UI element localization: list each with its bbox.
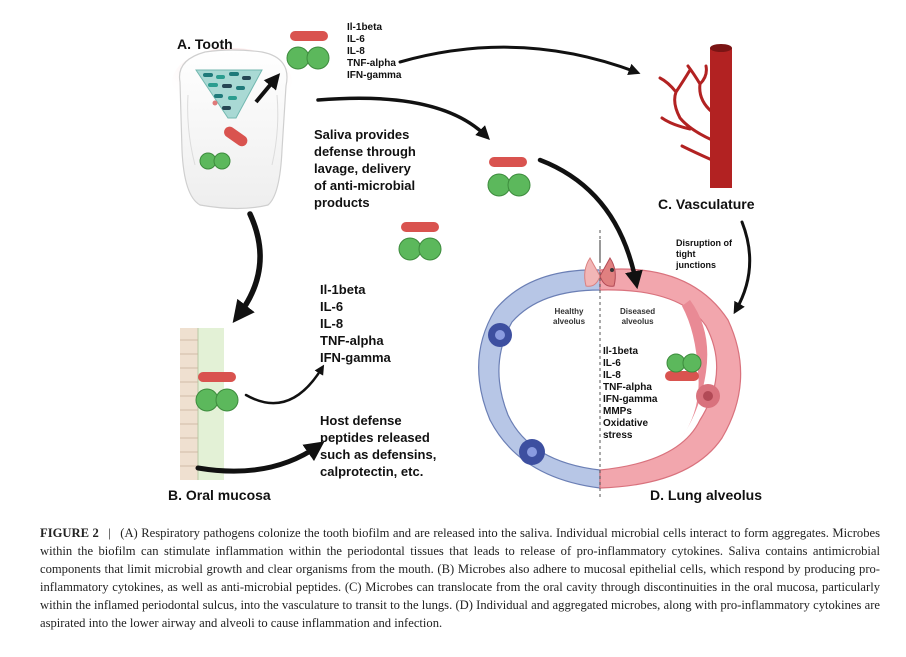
disruption-label: Disruption of tight junctions <box>676 238 732 271</box>
healthy-alveolus-label: Healthy alveolus <box>553 307 585 327</box>
host-defense-line: peptides released <box>320 430 430 445</box>
arrow-tooth-to-vasculature <box>398 45 641 76</box>
saliva-description: Saliva provides defense through lavage, … <box>314 126 416 211</box>
microbes-top <box>286 31 330 70</box>
oral-mucosa-illustration <box>180 328 239 480</box>
biofilm-bacteria <box>203 72 251 110</box>
caption-separator: | <box>108 526 111 540</box>
lung-factor-item: stress <box>603 430 633 441</box>
cytokine-list-mucosa: Il-1beta IL-6 IL-8 TNF-alpha IFN-gamma <box>320 281 391 366</box>
arrow-vasculature-to-lung <box>733 220 752 315</box>
lung-factor-item: MMPs <box>603 406 632 417</box>
host-defense-description: Host defense peptides released such as d… <box>320 412 436 480</box>
arrow-mucosa-to-peptides <box>195 441 325 474</box>
lung-factor-item: Oxidative <box>603 418 649 429</box>
diseased-line: alveolus <box>621 317 654 326</box>
saliva-line: defense through <box>314 144 416 159</box>
caption-figure-label: FIGURE 2 <box>40 526 99 540</box>
cytokine-item: IL-8 <box>320 316 344 331</box>
host-defense-line: calprotectin, etc. <box>320 464 424 479</box>
saliva-line: products <box>314 195 370 210</box>
lung-factor-item: IFN-gamma <box>603 394 658 405</box>
caption-text: (A) Respiratory pathogens colonize the t… <box>40 526 880 630</box>
cytokine-list-top: Il-1beta IL-6 IL-8 TNF-alpha IFN-gamma <box>347 22 401 82</box>
lung-alveolus-illustration <box>478 230 742 500</box>
panel-label-vasculature: C. Vasculature <box>658 196 755 212</box>
saliva-line: lavage, delivery <box>314 161 411 176</box>
tooth-illustration <box>172 48 292 210</box>
disruption-line: junctions <box>676 260 716 270</box>
figure-diagram <box>172 31 752 500</box>
diseased-alveolus-label: Diseased alveolus <box>620 307 655 327</box>
healthy-line: alveolus <box>553 317 586 326</box>
arrow-tooth-to-mucosa <box>232 211 263 323</box>
lung-factor-item: Il-1beta <box>603 346 639 357</box>
microbes-middle <box>398 157 531 261</box>
disruption-line: tight <box>676 249 696 259</box>
cytokine-item: IFN-gamma <box>320 350 391 365</box>
lung-factor-item: TNF-alpha <box>603 382 652 393</box>
saliva-line: of anti-microbial <box>314 178 416 193</box>
figure-caption: FIGURE 2 | (A) Respiratory pathogens col… <box>40 524 880 632</box>
arrow-tooth-to-saliva-microbes <box>316 96 490 140</box>
cytokine-item: Il-1beta <box>347 22 383 33</box>
arrow-mucosa-to-cytokines <box>244 364 325 405</box>
lung-factor-item: IL-6 <box>603 358 621 369</box>
disruption-line: Disruption of <box>676 238 732 248</box>
arrows <box>195 45 752 474</box>
panel-label-tooth: A. Tooth <box>177 36 233 52</box>
healthy-line: Healthy <box>554 307 584 316</box>
panel-label-oral-mucosa: B. Oral mucosa <box>168 487 271 503</box>
host-defense-line: such as defensins, <box>320 447 437 462</box>
lung-factor-item: IL-8 <box>603 370 621 381</box>
host-defense-line: Host defense <box>320 413 402 428</box>
cytokine-item: TNF-alpha <box>320 333 384 348</box>
cytokine-item: IL-8 <box>347 46 365 57</box>
arrow-microbes-to-lung <box>537 157 643 290</box>
saliva-line: Saliva provides <box>314 127 410 142</box>
cytokine-item: IFN-gamma <box>347 70 402 81</box>
cytokine-item: IL-6 <box>347 34 365 45</box>
panel-label-lung-alveolus: D. Lung alveolus <box>650 487 763 503</box>
cytokine-item: TNF-alpha <box>347 58 396 69</box>
cytokine-item: IL-6 <box>320 299 344 314</box>
diseased-line: Diseased <box>620 307 656 316</box>
lung-factor-list: Il-1beta IL-6 IL-8 TNF-alpha IFN-gamma M… <box>603 346 657 442</box>
blood-vessel-illustration <box>658 44 732 188</box>
cytokine-item: Il-1beta <box>320 282 366 297</box>
